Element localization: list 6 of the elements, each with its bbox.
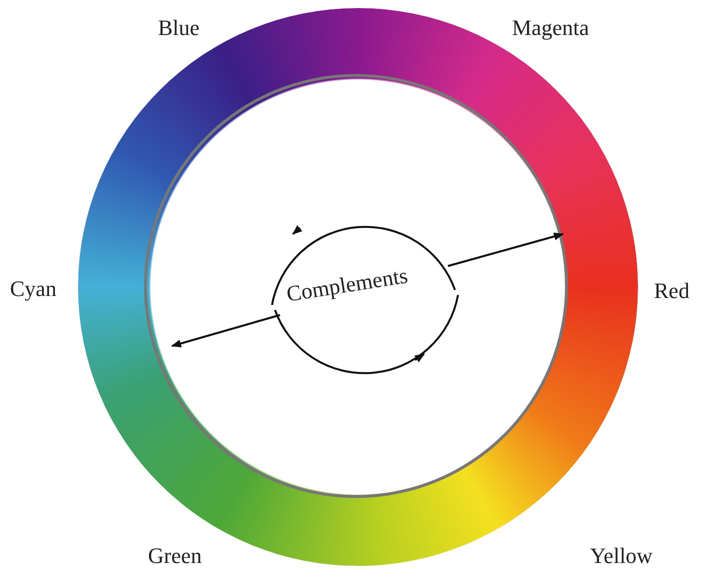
color-label: Magenta [512, 15, 589, 41]
color-label: Yellow [590, 543, 653, 569]
color-label: Red [654, 278, 690, 304]
color-label: Cyan [10, 276, 56, 302]
color-label: Blue [158, 15, 200, 41]
color-label: Green [148, 543, 202, 569]
